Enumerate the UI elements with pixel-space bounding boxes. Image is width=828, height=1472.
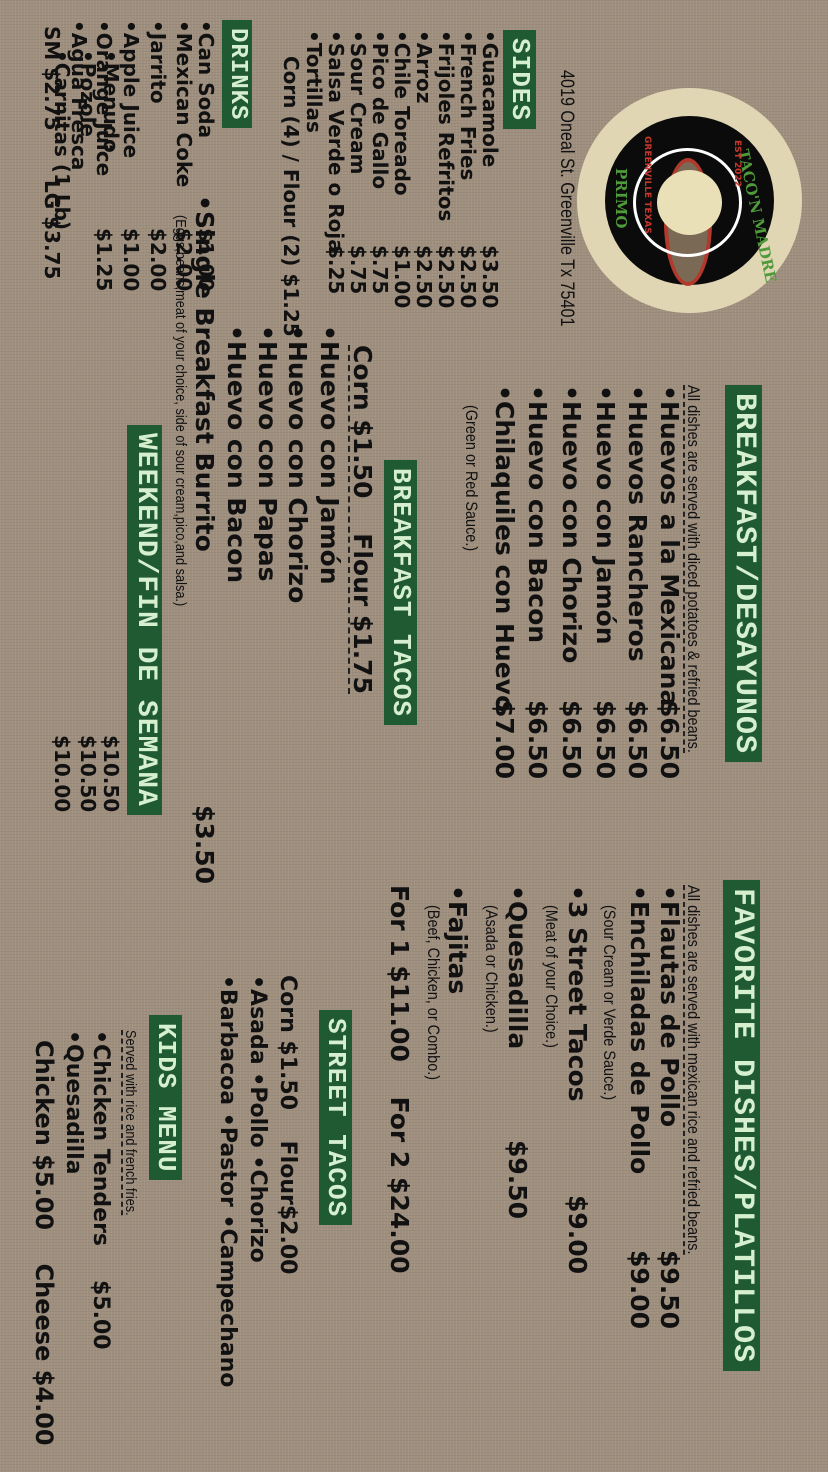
favorite-price: $9.00 bbox=[625, 1250, 654, 1330]
street-tacos-prices: Corn $1.50 Flour$2.00 bbox=[275, 975, 300, 1275]
breakfast-taco-item: •Huevo con Chorizo bbox=[283, 325, 312, 604]
weekend-price: $10.50 bbox=[76, 735, 100, 813]
side-price: $2.50 bbox=[456, 245, 480, 309]
restaurant-logo: TACO'N MADRE PRIMO EST 2022 GREENVILLE T… bbox=[577, 88, 802, 313]
breakfast-subtitle: All dishes are served with diced potatoe… bbox=[683, 385, 703, 753]
favorite-price: $9.50 bbox=[503, 1140, 532, 1220]
breakfast-taco-item: •Huevo con Bacon bbox=[222, 325, 251, 584]
burrito-name: •Single Breakfast Burrito bbox=[190, 195, 219, 552]
favorite-note: (Beef, Chicken, or Combo.) bbox=[424, 905, 443, 1081]
drink-price: $1.25 bbox=[92, 228, 116, 292]
weekend-price: $10.00 bbox=[50, 735, 74, 813]
breakfast-price: $6.50 bbox=[623, 700, 652, 780]
favorite-note: (Asada or Chicken.) bbox=[482, 905, 501, 1033]
side-name: •Frijoles Refritos bbox=[434, 30, 458, 222]
side-price: $2.50 bbox=[412, 245, 436, 309]
burrito-price: $3.50 bbox=[190, 805, 219, 885]
burrito-note: (Eggs,beans,meat of your choice, side of… bbox=[172, 215, 189, 607]
favorite-item: •3 Street Tacos bbox=[563, 885, 592, 1102]
weekend-item: •Carnitas (1 Lb) bbox=[50, 50, 74, 231]
kids-header: KIDS MENU bbox=[149, 1015, 182, 1181]
kids-price: $5.00 bbox=[88, 1280, 113, 1350]
favorite-subtitle: All dishes are served with mexican rice … bbox=[683, 885, 703, 1255]
breakfast-price: $6.50 bbox=[523, 700, 552, 780]
weekend-item: •Menudo bbox=[99, 50, 123, 153]
breakfast-item: •Chilaquiles con Huevo bbox=[490, 385, 519, 713]
favorite-item: •Flautas de Pollo bbox=[655, 885, 684, 1128]
side-name: •Tortillas bbox=[302, 30, 326, 133]
favorite-price: $9.50 bbox=[655, 1250, 684, 1330]
side-name: •Sour Cream bbox=[346, 30, 370, 175]
favorite-price: $9.00 bbox=[563, 1195, 592, 1275]
side-name: •Salsa Verde o Roja bbox=[324, 30, 348, 253]
drink-price: $1.00 bbox=[119, 228, 143, 292]
side-price: $.75 bbox=[368, 245, 392, 295]
side-name: •French Fries bbox=[456, 30, 480, 181]
weekend-price: $10.50 bbox=[99, 735, 123, 813]
breakfast-item: •Huevo con Jamón bbox=[591, 385, 620, 645]
street-tacos-meats: •Barbacoa •Pastor •Campechano bbox=[215, 975, 240, 1388]
weekend-item: •Pozole bbox=[76, 50, 100, 137]
breakfast-price: $6.50 bbox=[557, 700, 586, 780]
favorite-note: (Meat of your Choice.) bbox=[542, 905, 561, 1048]
side-price: $.75 bbox=[346, 245, 370, 295]
drink-price: $2.00 bbox=[146, 228, 170, 292]
drinks-header: DRINKS bbox=[221, 20, 252, 129]
kids-quesadilla-prices: Chicken $5.00 Cheese $4.00 bbox=[30, 1040, 58, 1446]
drink-name: •Apple Juice bbox=[119, 20, 143, 159]
weekend-header: WEEKEND/FIN DE SEMANA bbox=[127, 425, 162, 815]
breakfast-note: (Green or Red Sauce.) bbox=[462, 405, 481, 552]
drink-name: •Mexican Coke bbox=[172, 20, 196, 188]
breakfast-item: •Huevo con Bacon bbox=[523, 385, 552, 644]
street-tacos-meats: •Asada •Pollo •Chorizo bbox=[245, 975, 270, 1263]
breakfast-item: •Huevo con Chorizo bbox=[557, 385, 586, 664]
tortillas-detail: Corn (4) / Flour (2) $1.25 bbox=[279, 56, 303, 337]
side-price: $.25 bbox=[324, 245, 348, 295]
kids-item: •Chicken Tenders bbox=[88, 1030, 113, 1247]
address: 4019 Oneal St. Greenville Tx 75401 bbox=[556, 70, 577, 327]
side-price: $2.50 bbox=[434, 245, 458, 309]
favorite-item: •Quesadilla bbox=[503, 885, 532, 1050]
breakfast-price: $6.50 bbox=[655, 700, 684, 780]
drink-name: •Jarrito bbox=[146, 20, 170, 104]
side-price: $3.50 bbox=[478, 245, 502, 309]
breakfast-tacos-header: BREAKFAST TACOS bbox=[384, 460, 417, 726]
side-name: •Guacamole bbox=[478, 30, 502, 168]
favorite-item: •Fajitas bbox=[443, 885, 472, 995]
side-price: $1.00 bbox=[390, 245, 414, 309]
fajitas-prices: For 1 $11.00 For 2 $24.00 bbox=[385, 885, 414, 1274]
favorite-item: •Enchiladas de Pollo bbox=[625, 885, 654, 1175]
side-name: •Chile Toreado bbox=[390, 30, 414, 196]
breakfast-price: $7.00 bbox=[490, 700, 519, 780]
side-name: •Arroz bbox=[412, 30, 436, 104]
drink-name: •Can Soda bbox=[194, 20, 218, 139]
sides-header: SIDES bbox=[503, 30, 536, 130]
favorite-header: FAVORITE DISHES/PLATILLOS bbox=[723, 880, 760, 1372]
breakfast-header: BREAKFAST/DESAYUNOS bbox=[725, 385, 762, 763]
street-tacos-header: STREET TACOS bbox=[319, 1010, 352, 1226]
favorite-note: (Sour Cream or Verde Sauce.) bbox=[600, 905, 619, 1101]
breakfast-item: •Huevos Rancheros bbox=[623, 385, 652, 662]
breakfast-price: $6.50 bbox=[591, 700, 620, 780]
breakfast-taco-item: •Huevo con Papas bbox=[253, 325, 282, 582]
kids-subtitle: Served with rice and french fries. bbox=[121, 1030, 139, 1216]
breakfast-taco-item: •Huevo con Jamón bbox=[315, 325, 344, 585]
breakfast-tacos-prices: Corn $1.50 Flour $1.75 bbox=[348, 345, 377, 694]
kids-item: •Quesadilla bbox=[61, 1030, 86, 1175]
side-name: •Pico de Gallo bbox=[368, 30, 392, 190]
breakfast-item: •Huevos a la Mexicana bbox=[655, 385, 684, 707]
